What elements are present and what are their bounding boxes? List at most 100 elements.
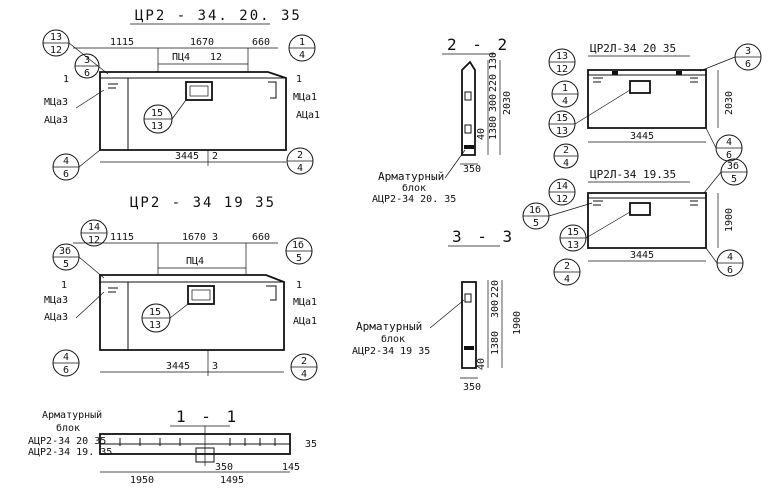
label-mca1: МЦа1 [293, 92, 317, 103]
window-inner [189, 85, 209, 97]
base-plate [464, 346, 474, 350]
dim-350: 350 [463, 382, 481, 393]
svg-text:6: 6 [727, 265, 733, 276]
svg-text:2: 2 [563, 145, 569, 156]
dim-1670: 1670 [190, 37, 214, 48]
section-profile [461, 281, 477, 369]
dim-2030: 2030 [502, 91, 513, 115]
svg-text:13: 13 [567, 240, 579, 251]
dim-220: 220 [490, 280, 501, 298]
view-title: ЦР2Л-34 20 35 [590, 42, 676, 55]
arm-label: Арматурный [42, 409, 102, 421]
callout-3b-5: 3б 5 [52, 243, 105, 279]
view-tsr2-34-20-35: ЦР2 - 34. 20. 35 1115 1670 660 ПЦ4 12 13… [42, 8, 320, 181]
cut-mark-3: 3 [212, 361, 218, 372]
svg-text:1: 1 [299, 37, 305, 48]
block-label: блок [381, 333, 405, 345]
window-opening [185, 81, 213, 101]
block-label: блок [56, 422, 80, 434]
callout-1b-5: 1б 5 [522, 202, 593, 230]
svg-text:1: 1 [562, 83, 568, 94]
wall-panel [99, 274, 285, 351]
dim-1950: 1950 [130, 475, 154, 486]
callout-2-4: 2 4 [553, 143, 579, 169]
svg-text:4: 4 [63, 352, 69, 363]
section-1-1: 1 - 1 Арматурный блок АЦР2-34 20 35 АЦР2… [28, 407, 317, 486]
rebar-marks [464, 91, 472, 134]
dim-1115: 1115 [110, 232, 134, 243]
block-code: АЦР2-34 20. 35 [372, 194, 456, 205]
view-tsr2-34-19-35: ЦР2 - 34 19 35 1115 1670 3 660 ПЦ4 14 12… [44, 195, 318, 381]
view-tsr2l-34-20-35: ЦР2Л-34 20 35 13 12 3 6 1 4 [548, 42, 762, 169]
window-opening [629, 202, 651, 216]
dim-350: 350 [215, 462, 233, 473]
callout-3b-5: 3б 5 [703, 158, 748, 194]
svg-text:13: 13 [556, 51, 568, 62]
dim-1670: 1670 [182, 232, 206, 243]
dim-3445: 3445 [630, 250, 654, 261]
svg-text:2: 2 [297, 150, 303, 161]
svg-text:13: 13 [556, 126, 568, 137]
dim-2030: 2030 [724, 91, 735, 115]
hook-left [108, 287, 118, 293]
dim-35: 35 [305, 439, 317, 450]
label-mca1: МЦа1 [293, 297, 317, 308]
callout-3-6: 3 6 [699, 43, 762, 72]
rebar-marks [464, 293, 472, 303]
svg-text:15: 15 [149, 307, 161, 318]
svg-text:15: 15 [151, 108, 163, 119]
svg-text:12: 12 [556, 64, 568, 75]
dim-1900: 1900 [512, 311, 523, 335]
block-code-1: АЦР2-34 20 35 [28, 436, 106, 447]
callout-14-12: 14 12 [80, 219, 108, 247]
svg-text:12: 12 [88, 235, 100, 246]
label-aca3: АЦа3 [44, 312, 68, 323]
svg-text:1б: 1б [292, 239, 304, 251]
callout-1b-5: 1б 5 [285, 237, 313, 265]
dim-40: 40 [476, 128, 487, 140]
label-mca3: МЦа3 [44, 295, 68, 306]
dim-145: 145 [282, 462, 300, 473]
dim-1380: 1380 [488, 116, 499, 140]
section-mark-1-right: 1 [296, 74, 302, 85]
dim-1495: 1495 [220, 475, 244, 486]
hooks [593, 200, 698, 206]
section-profile [461, 60, 476, 156]
hooks [593, 77, 698, 83]
panel-notch [268, 81, 277, 99]
callout-3-6: 3 6 [74, 53, 100, 79]
dim-350: 350 [463, 164, 481, 175]
svg-text:13: 13 [149, 320, 161, 331]
section-title: 3 - 3 [452, 227, 515, 246]
wall-panel [587, 69, 707, 129]
callout-15-13: 15 13 [548, 89, 631, 138]
svg-text:13: 13 [151, 121, 163, 132]
dim-660: 660 [252, 37, 270, 48]
leader-line [75, 291, 105, 319]
label-aca3: АЦа3 [44, 115, 68, 126]
section-title: 2 - 2 [447, 35, 510, 54]
svg-text:6: 6 [63, 365, 69, 376]
section-mark-1: 1 [63, 74, 69, 85]
svg-text:2: 2 [301, 356, 307, 367]
rebar-ties [119, 438, 276, 446]
svg-text:4: 4 [63, 156, 69, 167]
callout-4-6: 4 6 [52, 149, 101, 181]
svg-text:4: 4 [726, 137, 732, 148]
callout-15-13: 15 13 [141, 303, 189, 333]
view-tsr2l-34-19-35: ЦР2Л-34 19.35 14 12 3б 5 1б 5 [522, 158, 748, 286]
svg-text:5: 5 [533, 218, 539, 229]
svg-text:4: 4 [562, 96, 568, 107]
wall-panel [99, 71, 287, 151]
callout-13-12: 13 12 [548, 48, 576, 76]
svg-text:4: 4 [727, 252, 733, 263]
svg-text:6: 6 [84, 68, 90, 79]
section-mark-1: 1 [61, 280, 67, 291]
block-code-2: АЦР2-34 19. 35 [28, 447, 112, 458]
callout-4-6: 4 6 [705, 247, 744, 277]
section-title: 1 - 1 [176, 407, 239, 426]
svg-text:5: 5 [63, 259, 69, 270]
svg-text:14: 14 [88, 222, 100, 233]
opening-mark: 12 [210, 52, 222, 63]
